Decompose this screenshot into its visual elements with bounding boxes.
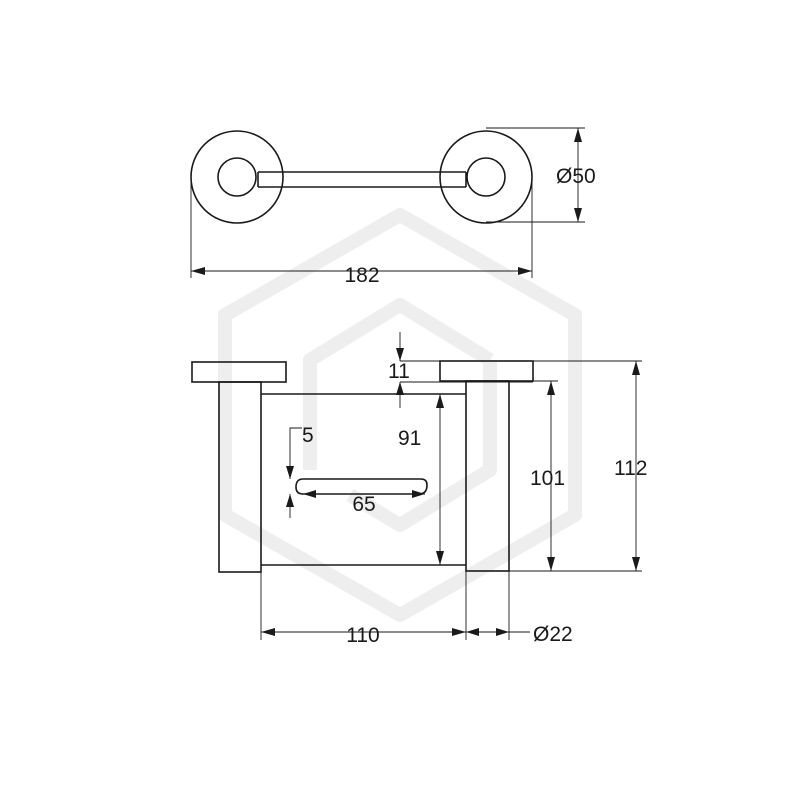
side-view: 11 91 5 65: [191, 332, 647, 647]
left-mount-plate: [191, 361, 287, 383]
right-post: [465, 380, 510, 572]
label-bracket-height: 101: [530, 467, 565, 490]
left-rosette: [190, 130, 284, 224]
dimension-overall-height: 112: [533, 360, 647, 571]
dimension-hook-length: 65: [303, 490, 425, 516]
dimension-projection: 110: [260, 571, 510, 647]
dimension-top-diameter: Ø50: [486, 127, 596, 223]
label-inner-height: 91: [398, 427, 421, 450]
label-gap-top: 11: [388, 360, 410, 383]
label-projection: 110: [346, 624, 379, 647]
watermark-logo: [218, 208, 582, 622]
dimension-bar-diameter: Ø22: [466, 623, 573, 646]
label-offset-small: 5: [302, 424, 314, 447]
top-bar: [257, 171, 467, 188]
left-post: [218, 381, 262, 573]
label-top-length: 182: [344, 264, 379, 287]
dimension-offset-small: 5: [286, 424, 314, 518]
label-hook-length: 65: [352, 493, 375, 516]
dimension-bracket-height: 101: [509, 380, 642, 572]
right-rosette: [439, 130, 533, 224]
dimension-gap-top: 11: [388, 332, 533, 408]
label-bar-diameter: Ø22: [533, 623, 573, 646]
top-view: Ø50 182: [190, 127, 596, 287]
dimension-inner-height: 91: [398, 394, 444, 565]
label-overall-height: 112: [614, 457, 647, 480]
dimension-top-length: 182: [190, 177, 533, 287]
label-top-diameter: Ø50: [556, 165, 596, 188]
